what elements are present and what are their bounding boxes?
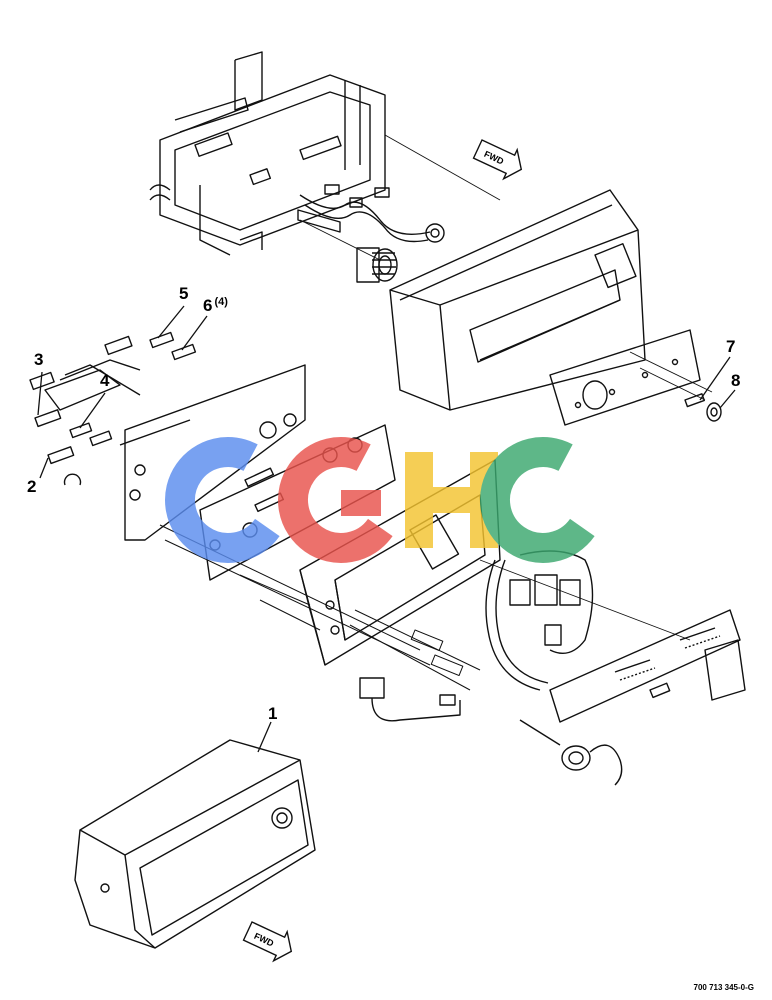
bottom-cover: [74, 739, 316, 949]
watermark-c2: [480, 437, 606, 563]
callout-6-qty: (4): [214, 296, 228, 308]
toggle-switches: [29, 335, 141, 411]
callout-1: 1: [268, 704, 278, 723]
watermark-g: [278, 437, 404, 563]
harness-loop: [485, 550, 594, 691]
front-panel: [549, 329, 713, 426]
lamp-sockets: [34, 331, 197, 486]
callout-8: 8: [731, 371, 741, 390]
right-circuit-board: [479, 559, 746, 723]
watermark-logo: [165, 437, 606, 563]
fwd-arrow-top: FWD: [472, 139, 523, 181]
watermark-c1: [165, 437, 291, 563]
callout-4: 4: [100, 371, 110, 390]
rocker-switch: [359, 677, 461, 722]
knob-shaft: [684, 393, 722, 422]
callout-6: 6(4): [203, 296, 228, 315]
leader-lines: [37, 305, 736, 753]
upper-housing: [389, 189, 646, 411]
top-chassis-assembly: [149, 51, 501, 261]
callout-3: 3: [34, 350, 44, 369]
callout-2: 2: [27, 477, 37, 496]
threaded-connector: [356, 247, 398, 283]
callout-5: 5: [179, 284, 189, 303]
fwd-arrow-bottom: FWD: [242, 921, 293, 963]
rear-panel: [119, 364, 306, 541]
wiring-harness: [297, 184, 445, 243]
callout-7: 7: [726, 337, 736, 356]
lower-coil: [519, 719, 623, 786]
drawing-number: 700 713 345-0-G: [693, 983, 755, 992]
watermark-g-bar: [341, 490, 381, 516]
callout-6-number: 6: [203, 296, 213, 315]
